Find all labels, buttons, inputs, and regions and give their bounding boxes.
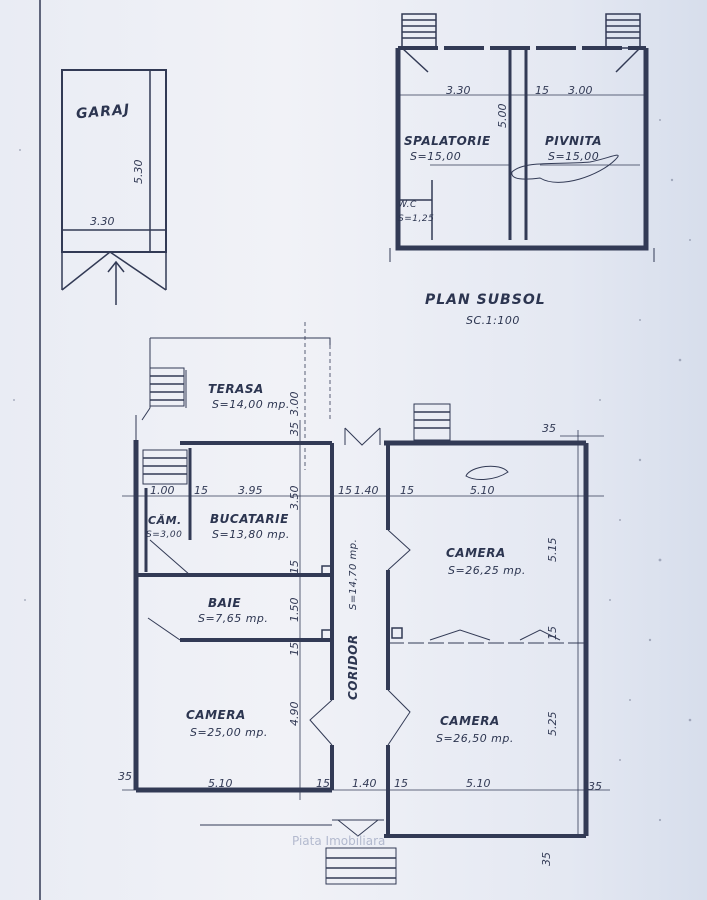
cellar-label: PIVNITA	[545, 134, 603, 148]
wc-label: W.C	[398, 200, 417, 210]
bathroom-label: BAIE	[208, 596, 242, 610]
dim-bottom-4: 1.40	[352, 777, 377, 790]
garage-width-dim: 3.30	[90, 215, 115, 228]
basement-drawing	[389, 13, 655, 262]
dim-wall-35-right: 35	[542, 422, 556, 435]
dim-wall-15-a: 15	[288, 560, 301, 574]
terrace-area: S=14,00 mp.	[212, 398, 290, 411]
dim-room-right-bottom-depth: 5.25	[546, 711, 559, 737]
dim-bottom-5: 15	[394, 777, 408, 790]
dim-wall-35-top: 35	[288, 422, 301, 436]
terrace-label: TERASA	[208, 382, 264, 396]
basement-wall-dim: 15	[535, 84, 549, 97]
dim-top-6: 15	[400, 484, 414, 497]
dim-terrace-depth: 3.00	[288, 391, 301, 417]
wc-area: S=1,25	[398, 214, 435, 224]
basement-depth-dim: 5.00	[496, 103, 509, 129]
dim-top-5: 1.40	[354, 484, 379, 497]
basement-right-width-dim: 3.00	[568, 84, 593, 97]
cellar-area: S=15,00	[548, 150, 600, 163]
speckle-texture	[13, 119, 692, 822]
basement-plan-scale: SC.1:100	[466, 314, 520, 327]
room-right-top-label: CAMERA	[446, 546, 506, 560]
dim-bottom-7: 35	[588, 780, 602, 793]
room-right-top-area: S=26,25 mp.	[448, 564, 526, 577]
corridor-label: CORIDOR	[346, 634, 360, 700]
laundry-label: SPALATORIE	[404, 134, 491, 148]
garage-drawing	[61, 69, 167, 305]
dim-bottom-2: 5.10	[208, 777, 233, 790]
dim-top-1: 1.00	[150, 484, 175, 497]
dim-bottom-6: 5.10	[466, 777, 491, 790]
dim-bottom-1: 35	[118, 770, 132, 783]
dim-top-7: 5.10	[470, 484, 495, 497]
laundry-area: S=15,00	[410, 150, 462, 163]
ground-floor-drawing	[122, 322, 610, 885]
bathroom-area: S=7,65 mp.	[198, 612, 269, 625]
dim-room-left-depth: 4.90	[288, 701, 301, 727]
watermark-text: Piata Imobiliara	[292, 834, 386, 848]
dim-top-4: 15	[338, 484, 352, 497]
dim-top-2: 15	[194, 484, 208, 497]
kitchen-label: BUCATARIE	[210, 512, 289, 526]
kitchen-area: S=13,80 mp.	[212, 528, 290, 541]
garage-length-dim: 5.30	[132, 159, 145, 185]
dim-wall-15-right: 15	[546, 626, 559, 640]
room-left-label: CAMERA	[186, 708, 246, 722]
basement-plan-title: PLAN SUBSOL	[425, 292, 546, 308]
dim-wall-35-bottom: 35	[540, 852, 553, 866]
pantry-area: S=3,00	[146, 530, 183, 540]
room-left-area: S=25,00 mp.	[190, 726, 268, 739]
room-right-bottom-label: CAMERA	[440, 714, 500, 728]
dim-wall-15-b: 15	[288, 642, 301, 656]
dim-bath-depth: 1.50	[288, 597, 301, 623]
dim-bottom-3: 15	[316, 777, 330, 790]
dim-top-3: 3.95	[238, 484, 263, 497]
room-right-bottom-area: S=26,50 mp.	[436, 732, 514, 745]
pantry-label: CĂM.	[148, 514, 182, 527]
basement-left-width-dim: 3.30	[446, 84, 471, 97]
dim-room-right-top-depth: 5.15	[546, 537, 559, 563]
dim-kitchen-depth: 3.50	[288, 485, 301, 511]
corridor-area: S=14,70 mp.	[348, 538, 359, 610]
